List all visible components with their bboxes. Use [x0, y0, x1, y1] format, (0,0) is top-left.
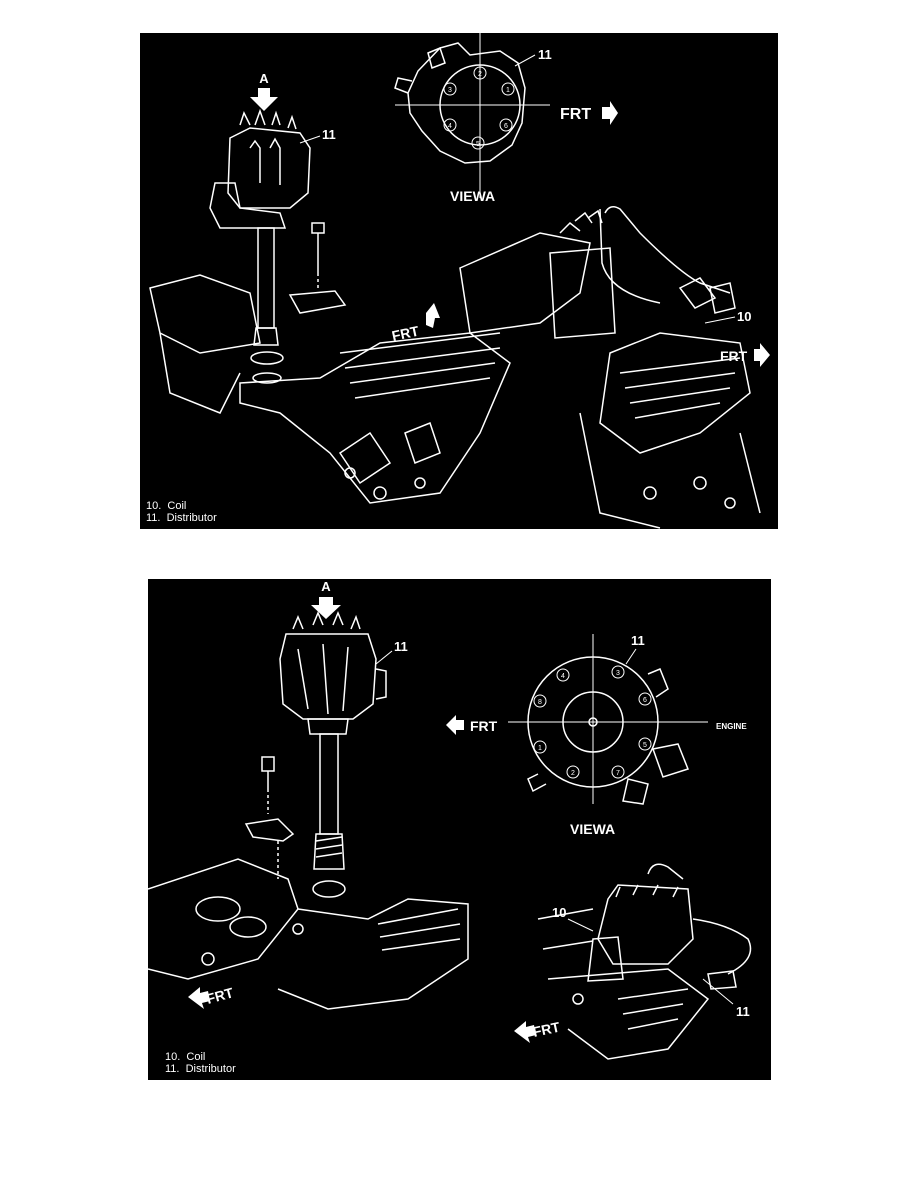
- view-arrow-label: A: [259, 71, 269, 86]
- distributor-drawing: [279, 611, 387, 898]
- front-label: FRT: [720, 348, 748, 364]
- figure-2-legend: 10. Coil 11. Distributor: [165, 1051, 236, 1075]
- installed-view: [537, 863, 752, 1060]
- cap-number: 6: [643, 697, 647, 704]
- cap-number: 2: [478, 71, 482, 78]
- legend-item-distributor: 11. Distributor: [165, 1063, 236, 1075]
- distributor-callout: 11: [538, 47, 552, 62]
- engine-block-left: [149, 274, 511, 504]
- view-arrow-icon: [250, 88, 278, 111]
- distributor-callout: 11: [736, 1004, 750, 1019]
- cap-number: 4: [561, 673, 565, 680]
- front-arrow-icon: [426, 303, 440, 328]
- figure-1-illustration: 2 1 6 5 4 3 11 FRT VIEWA A 11 FRT: [149, 33, 770, 529]
- front-label: FRT: [560, 106, 591, 123]
- cap-number: 3: [616, 670, 620, 677]
- view-a-cap-terminals: 2 1 6 5 4 3: [443, 66, 515, 150]
- front-arrow-icon: [188, 987, 210, 1009]
- view-a-diagram: [508, 634, 708, 805]
- legend-item-coil: 10. Coil: [146, 500, 187, 512]
- cap-number: 1: [506, 87, 510, 94]
- front-label: FRT: [390, 323, 420, 344]
- distributor-callout: 11: [322, 127, 336, 142]
- engine-block-right: [459, 206, 761, 529]
- engine-label: ENGINE: [716, 722, 747, 731]
- figure-1-legend: 10. Coil 11. Distributor: [146, 500, 217, 524]
- cap-number: 2: [571, 770, 575, 777]
- view-a-label: VIEWA: [570, 821, 615, 837]
- coil-callout: 10: [737, 309, 751, 324]
- view-arrow-label: A: [321, 579, 331, 594]
- cap-number: 8: [538, 699, 542, 706]
- view-a-label: VIEWA: [450, 188, 495, 204]
- view-a-cap-terminals: 3 6 5 7 2 1 8 4: [533, 665, 652, 779]
- coil-callout: 10: [552, 905, 566, 920]
- figure-2-illustration: A 11 FRT: [148, 579, 752, 1060]
- cap-number: 1: [538, 745, 542, 752]
- front-arrow-icon: [514, 1021, 536, 1043]
- distributor-left-drawing: [209, 108, 311, 384]
- view-arrow-icon: [311, 597, 341, 619]
- cap-number: 4: [448, 123, 452, 130]
- cap-number: 5: [643, 742, 647, 749]
- distributor-callout: 11: [394, 639, 408, 654]
- front-arrow-icon: [602, 101, 618, 125]
- front-arrow-icon: [754, 343, 770, 367]
- engine-block: [148, 858, 469, 1010]
- front-label: FRT: [531, 1019, 561, 1040]
- front-label: FRT: [205, 984, 236, 1007]
- cap-number: 3: [448, 87, 452, 94]
- front-arrow-icon: [446, 715, 464, 735]
- legend-item-distributor: 11. Distributor: [146, 512, 217, 524]
- cap-number: 6: [504, 123, 508, 130]
- distributor-installation-figure-2: A 11 FRT: [148, 579, 771, 1080]
- legend-item-coil: 10. Coil: [165, 1051, 206, 1063]
- front-label: FRT: [470, 718, 498, 734]
- distributor-callout: 11: [631, 633, 645, 648]
- cap-number: 5: [476, 141, 480, 148]
- cap-number: 7: [616, 770, 620, 777]
- distributor-installation-figure-1: 2 1 6 5 4 3 11 FRT VIEWA A 11 FRT: [140, 33, 778, 529]
